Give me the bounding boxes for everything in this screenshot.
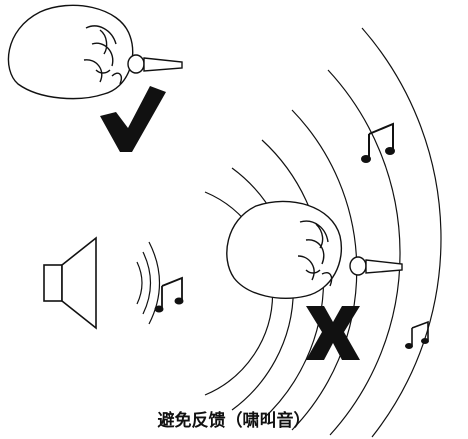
- sound-wave-arc: [361, 27, 442, 438]
- speaker-icon: [43, 236, 97, 330]
- microphone-icon: [127, 54, 183, 74]
- microphone-icon: [349, 256, 403, 276]
- sound-wave-arc: [327, 69, 401, 436]
- x-mark-icon: [306, 306, 360, 360]
- music-note-icon: [154, 276, 184, 313]
- music-note-icon: [361, 122, 395, 163]
- check-mark-icon: [100, 86, 166, 152]
- head-icon: [226, 200, 342, 299]
- diagram-caption: 避免反馈（啸叫音）: [157, 411, 311, 431]
- sound-wave-icon: [136, 241, 161, 325]
- head-icon: [7, 4, 134, 100]
- music-note-icon: [405, 320, 429, 349]
